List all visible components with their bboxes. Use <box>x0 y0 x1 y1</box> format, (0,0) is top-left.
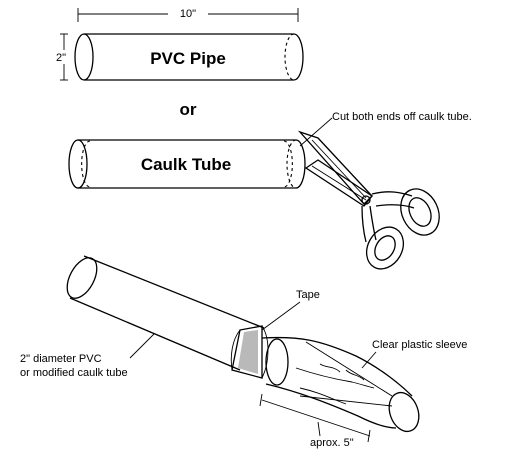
pipe-label-line2: or modified caulk tube <box>20 367 128 379</box>
sleeve-length-leader <box>317 421 321 437</box>
assembly <box>66 255 420 443</box>
or-label: or <box>180 100 197 119</box>
caulk-tube: Caulk Tube <box>68 139 306 189</box>
tape-leader <box>261 301 301 331</box>
diameter-label: 2" <box>56 52 66 64</box>
caulk-tube-label: Caulk Tube <box>141 155 231 174</box>
tape-label: Tape <box>296 289 320 301</box>
sleeve-length-label: aprox. 5" <box>310 437 354 449</box>
cut-note-leader <box>299 117 333 147</box>
assembly-pipe <box>66 255 265 371</box>
pipe-label-line1: 2" diameter PVC <box>20 353 102 365</box>
scissors-icon <box>297 130 440 270</box>
sleeve-leader <box>361 351 377 369</box>
tape-band <box>230 325 269 379</box>
pvc-pipe-label: PVC Pipe <box>150 49 226 68</box>
cut-note: Cut both ends off caulk tube. <box>332 111 472 123</box>
pvc-pipe: 10" 2" PVC Pipe <box>52 6 304 81</box>
clear-sleeve <box>261 336 420 433</box>
pipe-leader <box>129 333 155 359</box>
diameter-dimension: 2" <box>52 33 70 81</box>
length-dimension: 10" <box>77 6 299 22</box>
length-label: 10" <box>180 8 196 20</box>
sleeve-label: Clear plastic sleeve <box>372 339 467 351</box>
sleeve-dimension <box>259 393 371 443</box>
